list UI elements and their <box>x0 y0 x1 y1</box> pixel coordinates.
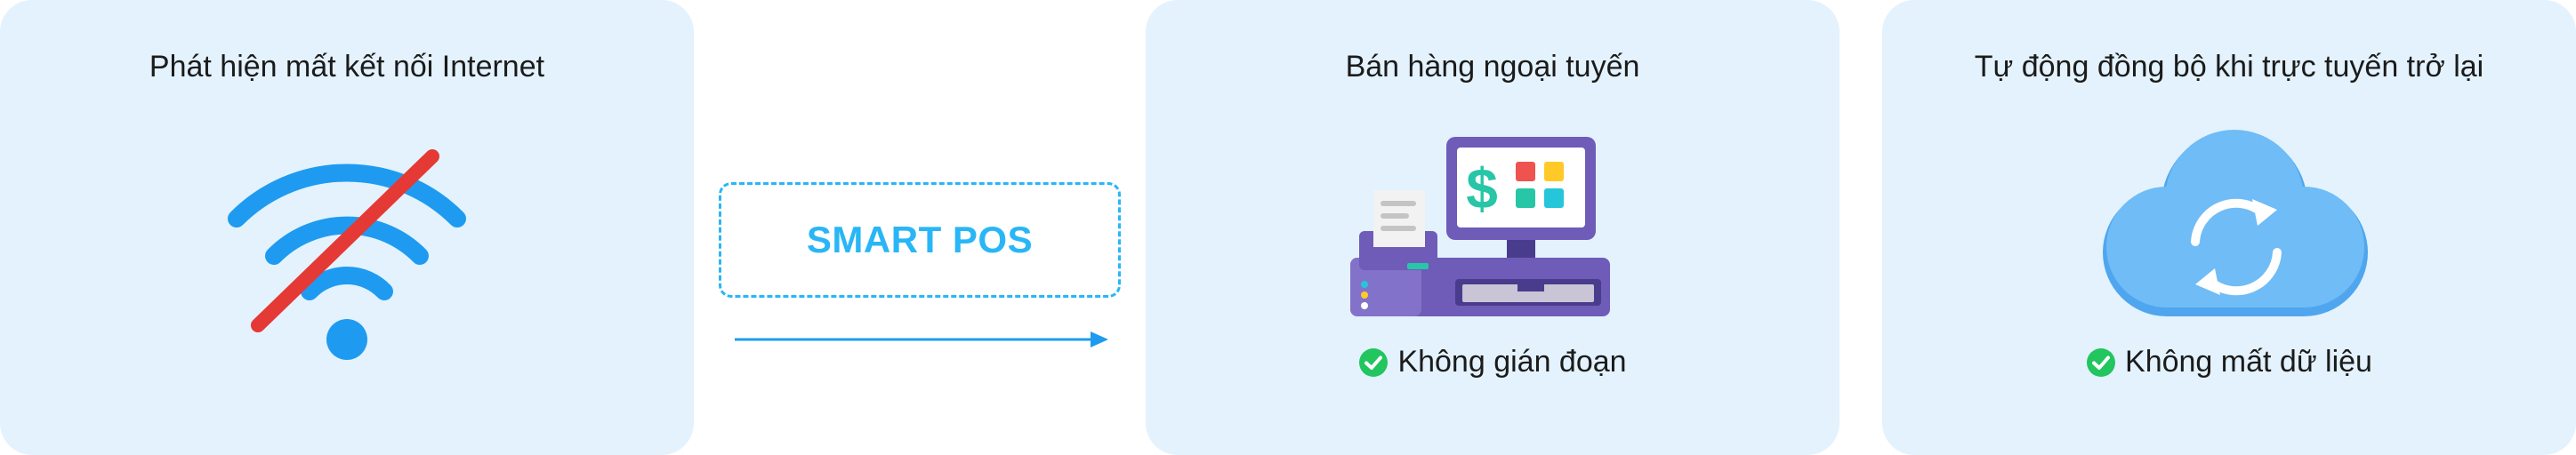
wifi-off-icon <box>228 149 466 360</box>
arrow-right-icon <box>735 331 1108 347</box>
cloud-sync-icon <box>2103 130 2368 316</box>
card-title: Phát hiện mất kết nối Internet <box>149 50 545 84</box>
card-offline-sales: Bán hàng ngoại tuyến $ Không gián <box>1146 0 1839 455</box>
card-offline-detection: Phát hiện mất kết nối Internet <box>0 0 694 455</box>
pos-terminal-icon: $ <box>1350 137 1610 316</box>
smart-pos-box: SMART POS <box>719 182 1121 298</box>
status-text: Không mất dữ liệu <box>2125 345 2372 379</box>
status-line: Không gián đoạn <box>1146 345 1839 379</box>
check-circle-icon <box>1359 347 1389 377</box>
check-circle-icon <box>2087 347 2116 377</box>
svg-text:$: $ <box>1466 156 1498 220</box>
card-title: Tự động đồng bộ khi trực tuyến trở lại <box>1974 50 2484 84</box>
status-text: Không gián đoạn <box>1397 345 1627 379</box>
card-title: Bán hàng ngoại tuyến <box>1345 50 1640 84</box>
card-auto-sync: Tự động đồng bộ khi trực tuyến trở lại K… <box>1882 0 2576 455</box>
status-line: Không mất dữ liệu <box>1882 345 2576 379</box>
